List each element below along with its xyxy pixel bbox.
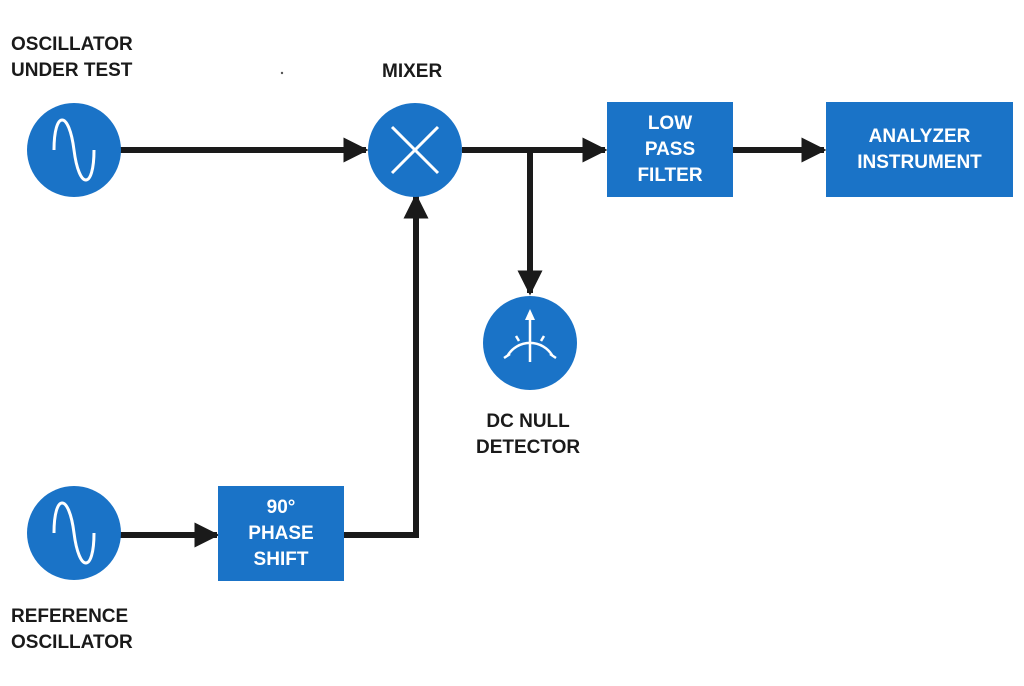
mixer-label: MIXER (382, 61, 443, 82)
sine-wave-icon (52, 118, 96, 182)
low-pass-filter-block: LOW PASS FILTER (607, 102, 733, 197)
dc-null-detector-node (483, 296, 577, 390)
meter-gauge-icon (503, 309, 557, 362)
dc-null-detector-label: DC NULL DETECTOR (476, 411, 581, 458)
reference-oscillator-node (27, 486, 121, 580)
mixer-node (368, 103, 462, 197)
reference-oscillator-label: REFERENCE OSCILLATOR (11, 606, 133, 653)
stray-dot (280, 71, 284, 75)
oscillator-under-test-node (27, 103, 121, 197)
phase-shift-block: 90° PHASE SHIFT (218, 486, 344, 581)
oscillator-under-test-label: OSCILLATOR UNDER TEST (11, 34, 133, 81)
connections (120, 137, 827, 548)
analyzer-instrument-block: ANALYZER INSTRUMENT (826, 102, 1013, 197)
sine-wave-icon (52, 501, 96, 565)
multiply-x-icon (390, 125, 440, 175)
arrow-phase-to-mixer (344, 193, 429, 538)
